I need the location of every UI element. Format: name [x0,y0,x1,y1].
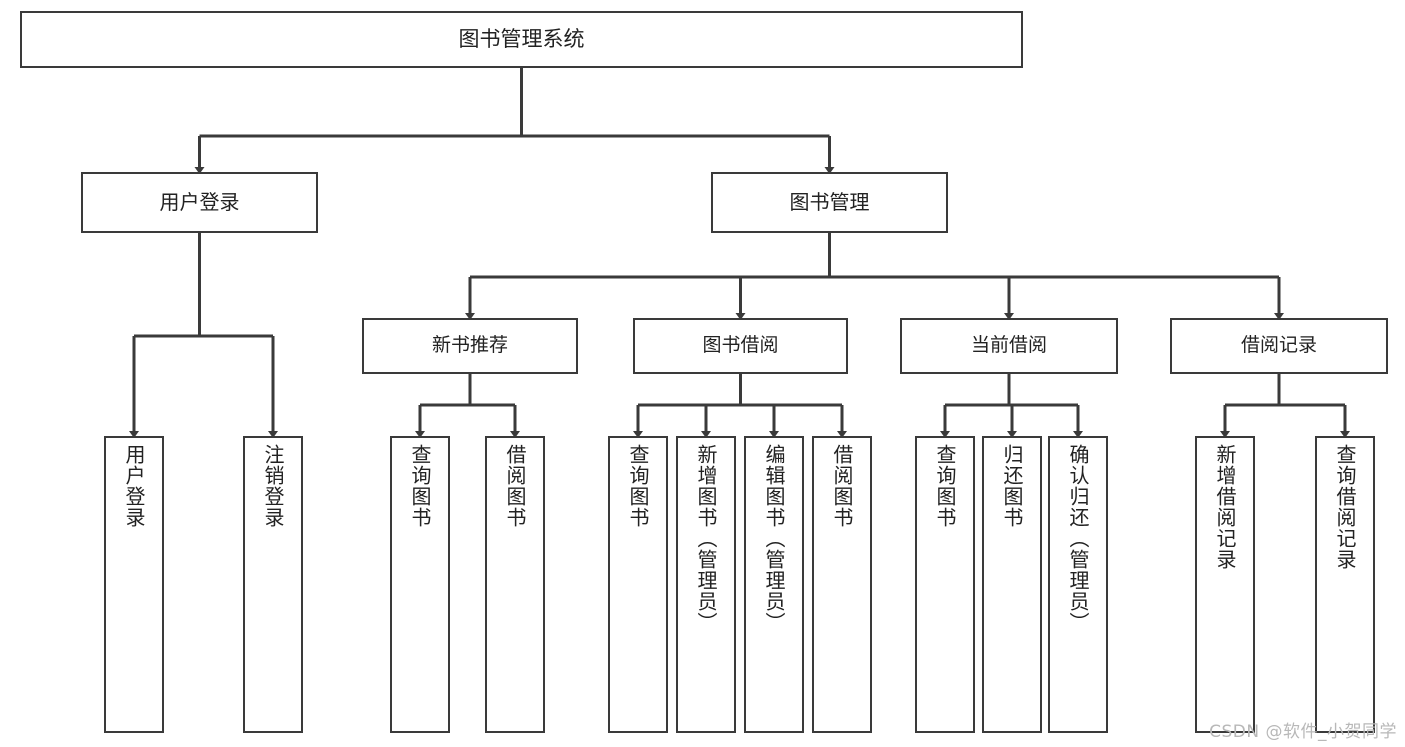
node-label: 新增借阅记录 [1213,444,1237,570]
node-label: 借阅图书 [830,444,854,528]
node-label: 当前借阅 [970,334,1047,357]
node-label: 用户登录 [159,190,240,215]
node-root[interactable]: 图书管理系统 [20,11,1023,68]
node-label: 确认归还（管理员） [1066,444,1090,633]
node-label: 查询图书 [626,444,650,528]
node-label: 查询图书 [408,444,432,528]
node-login[interactable]: 用户登录 [81,172,318,233]
node-label: 归还图书 [1000,444,1024,528]
node-leaf12[interactable]: 新增借阅记录 [1195,436,1255,733]
node-leaf7[interactable]: 编辑图书（管理员） [744,436,804,733]
node-records[interactable]: 借阅记录 [1170,318,1388,374]
node-label: 新增图书（管理员） [694,444,718,633]
node-leaf6[interactable]: 新增图书（管理员） [676,436,736,733]
node-leaf3[interactable]: 查询图书 [390,436,450,733]
node-leaf10[interactable]: 归还图书 [982,436,1042,733]
node-borrow[interactable]: 图书借阅 [633,318,848,374]
node-newbook[interactable]: 新书推荐 [362,318,578,374]
node-leaf1[interactable]: 用户登录 [104,436,164,733]
node-label: 注销登录 [261,444,285,528]
node-current[interactable]: 当前借阅 [900,318,1118,374]
node-label: 查询图书 [933,444,957,528]
node-leaf4[interactable]: 借阅图书 [485,436,545,733]
node-leaf11[interactable]: 确认归还（管理员） [1048,436,1108,733]
node-leaf8[interactable]: 借阅图书 [812,436,872,733]
node-leaf9[interactable]: 查询图书 [915,436,975,733]
node-label: 编辑图书（管理员） [762,444,786,633]
node-leaf13[interactable]: 查询借阅记录 [1315,436,1375,733]
node-label: 图书管理 [789,190,870,215]
node-label: 图书借阅 [702,334,779,357]
node-label: 查询借阅记录 [1333,444,1357,570]
node-label: 图书管理系统 [458,26,585,51]
node-bookmgmt[interactable]: 图书管理 [711,172,948,233]
node-label: 新书推荐 [431,334,508,357]
node-label: 借阅图书 [503,444,527,528]
node-leaf2[interactable]: 注销登录 [243,436,303,733]
node-leaf5[interactable]: 查询图书 [608,436,668,733]
node-label: 借阅记录 [1240,334,1317,357]
node-label: 用户登录 [122,444,146,528]
